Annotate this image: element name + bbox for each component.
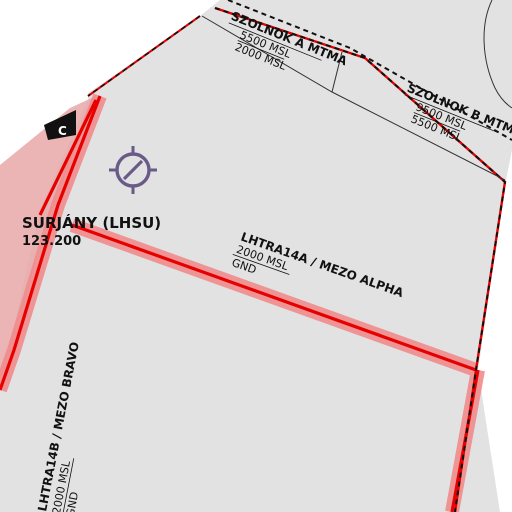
outside-area-right <box>478 0 512 512</box>
left-halo-band <box>0 96 96 380</box>
airfield-frequency: 123.200 <box>22 234 81 249</box>
tma-boundary <box>87 0 512 512</box>
corner-badge: C <box>44 110 76 140</box>
airfield-name: SURJÁNY (LHSU) <box>22 213 161 232</box>
corner-badge-label: C <box>58 124 67 138</box>
airfield-icon[interactable] <box>109 146 157 194</box>
airfield-label: SURJÁNY (LHSU) 123.200 <box>22 213 161 249</box>
tma-arc <box>483 0 512 109</box>
outside-area <box>0 0 220 142</box>
zone-lower-limit: GND <box>64 491 82 512</box>
